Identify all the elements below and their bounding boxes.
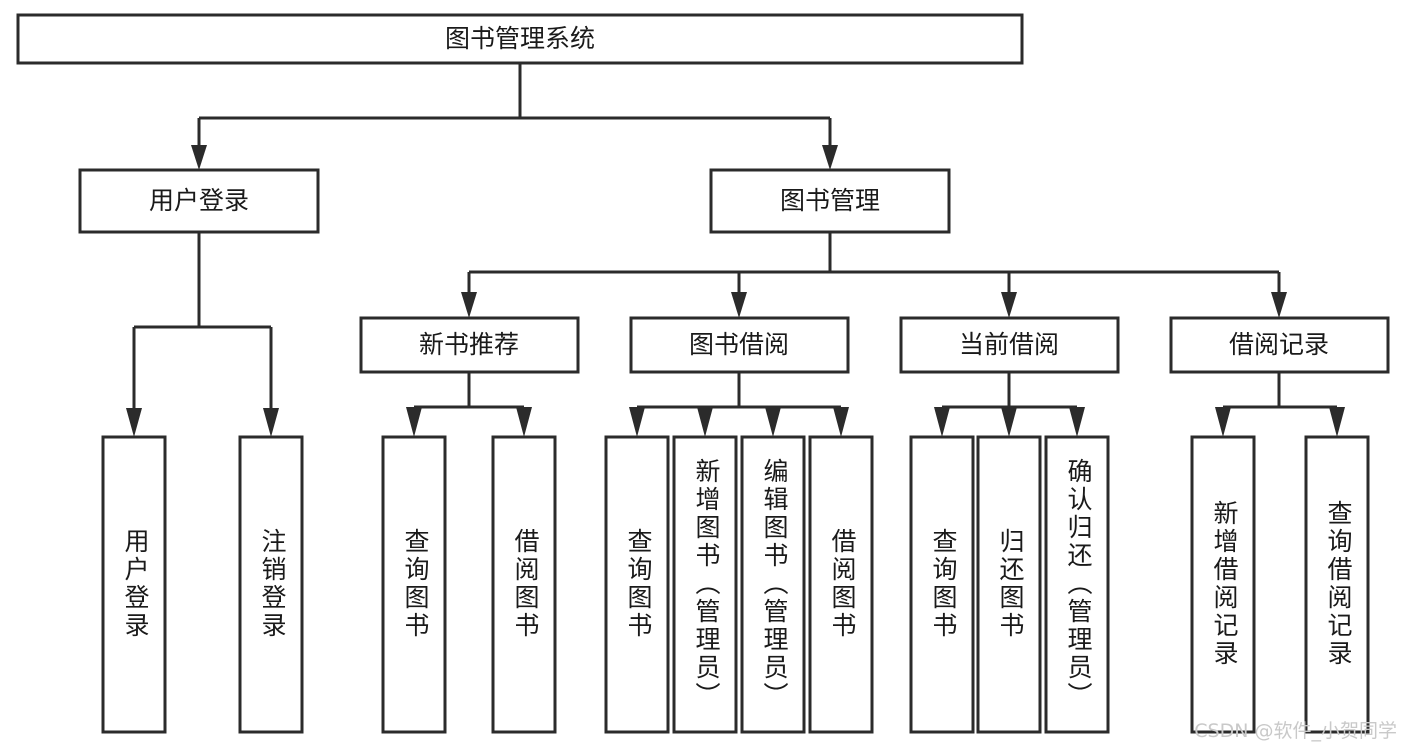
leaf-node-new-book-1-box[interactable] <box>381 435 447 734</box>
arrow-head-currentborrow-leaf-1 <box>934 407 950 437</box>
leaf-node-book-borrow-3-box[interactable] <box>740 435 806 734</box>
node-user-login-box[interactable] <box>78 168 320 234</box>
arrow-head-borrow-record <box>1271 292 1287 318</box>
leaf-node-user-login-1[interactable]: 用户登录 <box>101 435 167 734</box>
node-user-login-label: 用户登录 <box>149 186 249 215</box>
arrow-head-new-book-recommend <box>461 292 477 318</box>
leaf-node-new-book-1[interactable]: 查询图书 <box>381 435 447 734</box>
node-current-borrow-box[interactable] <box>899 316 1120 374</box>
leaf-node-borrow-record-2-box[interactable] <box>1304 435 1370 734</box>
leaf-node-borrow-record-1[interactable]: 新增借阅记录 <box>1190 435 1256 734</box>
leaf-node-user-login-2[interactable]: 注销登录 <box>238 435 304 734</box>
node-borrow-record-label: 借阅记录 <box>1229 330 1329 359</box>
leaf-node-book-borrow-2[interactable]: 新增图书（管理员） <box>672 435 738 734</box>
leaf-node-user-login-1-label: 用户登录 <box>121 528 150 640</box>
leaf-node-user-login-1-box[interactable] <box>101 435 167 734</box>
node-root-system[interactable]: 图书管理系统 <box>16 13 1024 65</box>
node-current-borrow[interactable]: 当前借阅 <box>899 316 1120 374</box>
leaf-node-book-borrow-2-box[interactable] <box>672 435 738 734</box>
arrow-head-borrowrecord-leaf-1 <box>1215 407 1231 437</box>
node-user-login[interactable]: 用户登录 <box>78 168 320 234</box>
leaf-node-current-borrow-1-box[interactable] <box>909 435 975 734</box>
arrow-head-user-login-leaf-2 <box>263 408 279 437</box>
leaf-node-new-book-1-label: 查询图书 <box>401 528 430 640</box>
arrow-head-book-mgmt <box>822 145 838 170</box>
node-new-book-recommend-box[interactable] <box>359 316 580 374</box>
leaf-node-current-borrow-3-box[interactable] <box>1044 435 1110 734</box>
leaf-node-book-borrow-1[interactable]: 查询图书 <box>604 435 670 734</box>
leaf-node-borrow-record-2[interactable]: 查询借阅记录 <box>1304 435 1370 734</box>
node-book-management[interactable]: 图书管理 <box>709 168 951 234</box>
leaf-node-book-borrow-1-box[interactable] <box>604 435 670 734</box>
node-book-management-box[interactable] <box>709 168 951 234</box>
arrow-head-currentborrow-leaf-2 <box>1001 407 1017 437</box>
node-root-system-box[interactable] <box>16 13 1024 65</box>
node-book-borrow-label: 图书借阅 <box>689 330 789 359</box>
arrow-head-bookborrow-leaf-4 <box>833 407 849 437</box>
leaf-node-current-borrow-2-label: 归还图书 <box>996 528 1025 640</box>
watermark-text: CSDN @软件_小贺同学 <box>1194 720 1397 742</box>
leaf-node-current-borrow-1[interactable]: 查询图书 <box>909 435 975 734</box>
arrow-head-bookborrow-leaf-1 <box>629 407 645 437</box>
leaf-node-book-borrow-4-label: 借阅图书 <box>828 528 857 640</box>
leaf-node-book-borrow-3-label: 编辑图书（管理员） <box>760 458 789 710</box>
arrow-head-newbook-leaf-1 <box>406 407 422 437</box>
leaf-node-book-borrow-4[interactable]: 借阅图书 <box>808 435 874 734</box>
leaf-node-borrow-record-2-label: 查询借阅记录 <box>1324 500 1353 668</box>
node-book-borrow[interactable]: 图书借阅 <box>629 316 850 374</box>
leaf-node-book-borrow-4-box[interactable] <box>808 435 874 734</box>
arrow-head-currentborrow-leaf-3 <box>1069 407 1085 437</box>
connector-layer <box>126 63 1345 437</box>
node-book-management-label: 图书管理 <box>780 186 880 215</box>
arrow-head-bookborrow-leaf-2 <box>697 407 713 437</box>
leaf-node-borrow-record-1-box[interactable] <box>1190 435 1256 734</box>
leaf-node-new-book-2[interactable]: 借阅图书 <box>491 435 557 734</box>
arrow-head-user-login-leaf-1 <box>126 408 142 437</box>
arrow-head-book-borrow <box>731 292 747 318</box>
node-root-system-label: 图书管理系统 <box>445 24 595 53</box>
leaf-node-book-borrow-2-label: 新增图书（管理员） <box>692 458 721 710</box>
arrow-head-borrowrecord-leaf-2 <box>1329 407 1345 437</box>
leaf-node-current-borrow-3-label: 确认归还（管理员） <box>1064 458 1093 710</box>
node-new-book-recommend-label: 新书推荐 <box>419 330 519 359</box>
leaf-node-current-borrow-2-box[interactable] <box>976 435 1042 734</box>
leaf-node-current-borrow-1-label: 查询图书 <box>929 528 958 640</box>
leaf-node-user-login-2-box[interactable] <box>238 435 304 734</box>
node-borrow-record[interactable]: 借阅记录 <box>1169 316 1390 374</box>
node-book-borrow-box[interactable] <box>629 316 850 374</box>
leaf-node-current-borrow-3[interactable]: 确认归还（管理员） <box>1044 435 1110 734</box>
leaf-node-new-book-2-label: 借阅图书 <box>511 528 540 640</box>
arrow-head-newbook-leaf-2 <box>516 407 532 437</box>
node-borrow-record-box[interactable] <box>1169 316 1390 374</box>
leaf-node-user-login-2-label: 注销登录 <box>258 528 287 640</box>
arrow-head-bookborrow-leaf-3 <box>765 407 781 437</box>
leaf-node-borrow-record-1-label: 新增借阅记录 <box>1210 500 1239 668</box>
node-current-borrow-label: 当前借阅 <box>959 330 1059 359</box>
leaf-node-new-book-2-box[interactable] <box>491 435 557 734</box>
leaf-node-current-borrow-2[interactable]: 归还图书 <box>976 435 1042 734</box>
leaf-node-book-borrow-1-label: 查询图书 <box>624 528 653 640</box>
arrow-head-user-login <box>191 145 207 170</box>
node-new-book-recommend[interactable]: 新书推荐 <box>359 316 580 374</box>
leaf-node-book-borrow-3[interactable]: 编辑图书（管理员） <box>740 435 806 734</box>
arrow-head-current-borrow <box>1001 292 1017 318</box>
